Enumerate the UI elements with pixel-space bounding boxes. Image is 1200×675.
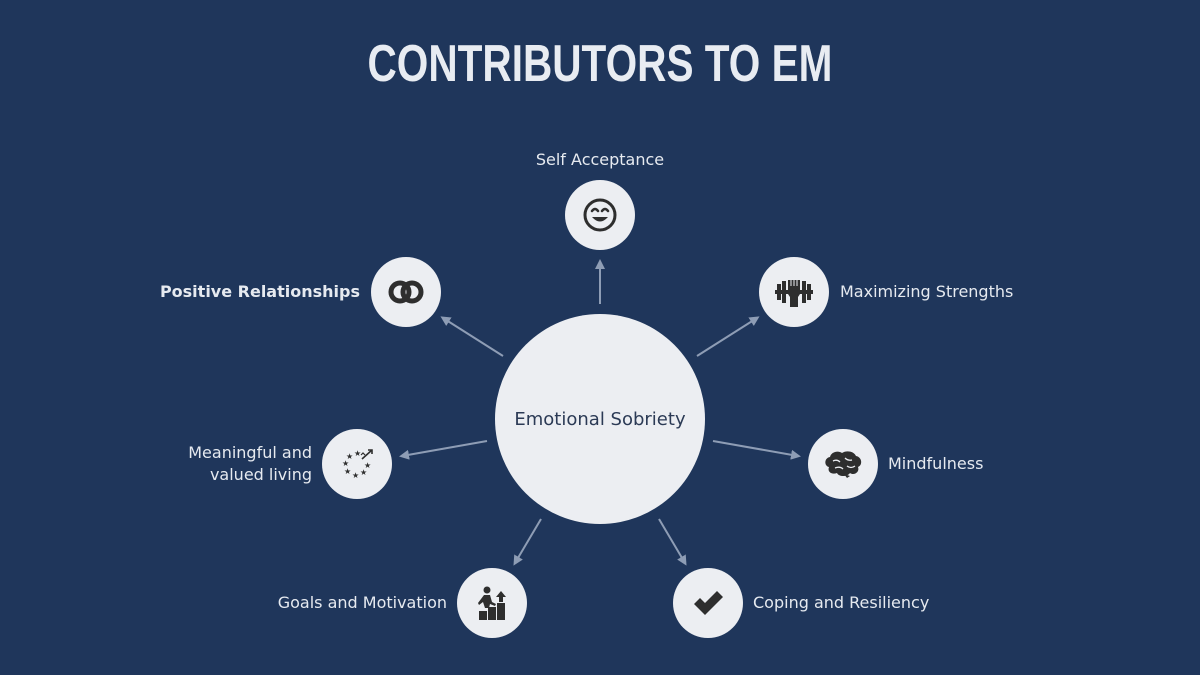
- svg-text:★: ★: [360, 468, 367, 477]
- arrow-to-maximizing-strengths: [696, 316, 760, 357]
- arrow-to-goals: [513, 518, 542, 566]
- stars-circle-icon: ★ ★ ★ ★ ★ ★ ★: [342, 449, 373, 480]
- linked-rings-icon: [388, 280, 424, 304]
- svg-text:★: ★: [354, 449, 361, 458]
- climbing-stairs-icon: [478, 586, 506, 620]
- label-self-acceptance: Self Acceptance: [535, 150, 665, 169]
- node-coping: [673, 568, 743, 638]
- weightlifting-fist-icon: [775, 280, 813, 307]
- label-maximizing-strengths: Maximizing Strengths: [840, 282, 1014, 301]
- brain-icon: [825, 451, 862, 478]
- label-meaningful-line2: valued living: [209, 465, 312, 484]
- checkmark-icon: [694, 591, 723, 615]
- node-maximizing-strengths: [759, 257, 829, 327]
- arrow-to-coping: [658, 518, 687, 566]
- page-title: CONTRIBUTORS TO EM: [367, 35, 833, 93]
- node-mindfulness: [808, 429, 878, 499]
- arrow-to-mindfulness: [712, 440, 801, 460]
- node-meaningful: ★ ★ ★ ★ ★ ★ ★: [322, 429, 392, 499]
- smiley-icon: [583, 198, 617, 232]
- hub-circle: Emotional Sobriety: [495, 314, 705, 524]
- label-meaningful: Meaningful and valued living: [152, 442, 312, 486]
- label-meaningful-line1: Meaningful and: [188, 443, 312, 462]
- svg-text:★: ★: [346, 452, 353, 461]
- label-relationships: Positive Relationships: [159, 282, 360, 301]
- label-goals: Goals and Motivation: [277, 593, 447, 612]
- arrow-to-relationships: [440, 316, 504, 357]
- node-relationships: [371, 257, 441, 327]
- label-mindfulness: Mindfulness: [888, 454, 984, 473]
- svg-text:★: ★: [344, 467, 351, 476]
- arrow-to-meaningful: [399, 440, 488, 460]
- svg-text:★: ★: [364, 461, 371, 470]
- svg-text:★: ★: [352, 471, 359, 480]
- node-self-acceptance: [565, 180, 635, 250]
- svg-text:★: ★: [342, 459, 349, 468]
- hub-label: Emotional Sobriety: [514, 408, 686, 430]
- label-coping: Coping and Resiliency: [753, 593, 930, 612]
- node-goals: [457, 568, 527, 638]
